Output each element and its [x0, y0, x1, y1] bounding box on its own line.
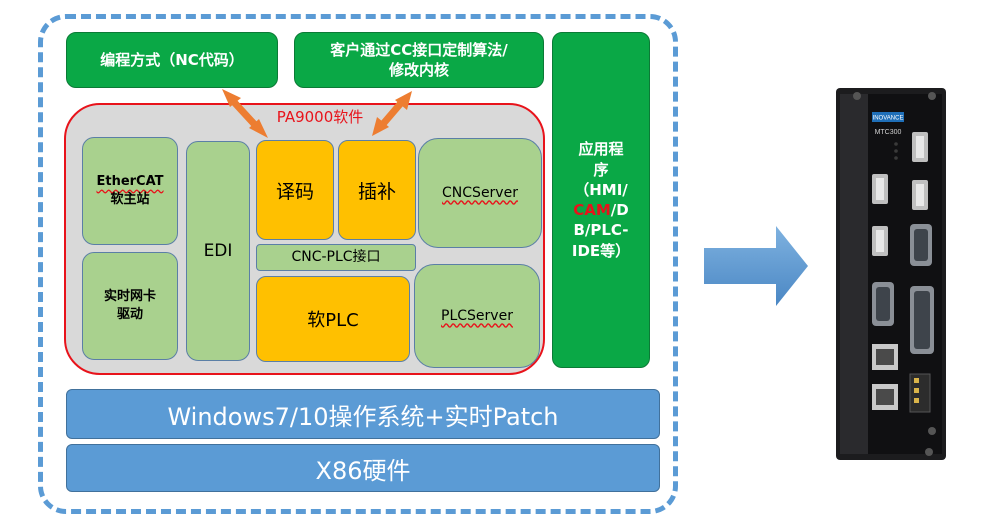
programming-method-label: 编程方式（NC代码）	[100, 50, 244, 69]
cc-interface-line2: 修改内核	[388, 61, 449, 79]
application-line4-rest: /D	[610, 201, 629, 219]
ethercat-line1: EtherCAT	[96, 174, 164, 190]
application-line5: B/PLC-	[573, 221, 629, 240]
cnc-plc-interface-box: CNC-PLC接口	[256, 244, 416, 271]
ethercat-master-box: EtherCAT 软主站	[82, 137, 178, 245]
application-line6: IDE等）	[571, 241, 631, 260]
os-layer-label: Windows7/10操作系统+实时Patch	[167, 402, 559, 431]
edi-label: EDI	[203, 240, 233, 261]
soft-plc-box: 软PLC	[256, 276, 410, 362]
nic-line1: 实时网卡	[103, 289, 156, 305]
interpolation-label: 插补	[357, 180, 396, 203]
edi-box: EDI	[186, 141, 250, 361]
big-right-arrow	[704, 226, 808, 306]
realtime-nic-driver-box: 实时网卡 驱动	[82, 252, 178, 360]
cc-interface-box: 客户通过CC接口定制算法/ 修改内核	[294, 32, 544, 88]
cnc-server-label: CNCServer	[442, 184, 518, 201]
cam-label: CAM	[573, 201, 611, 219]
soft-plc-label: 软PLC	[307, 310, 359, 331]
plc-server-label: PLCServer	[441, 307, 513, 324]
programming-method-box: 编程方式（NC代码）	[66, 32, 278, 88]
interpolation-box: 插补	[338, 140, 416, 240]
ethercat-line2: 软主站	[110, 192, 150, 207]
os-layer: Windows7/10操作系统+实时Patch	[66, 389, 660, 439]
plc-server-box: PLCServer	[414, 264, 540, 368]
cc-interface-line1: 客户通过CC接口定制算法/	[330, 40, 508, 59]
device-brand: INOVANCE	[873, 116, 904, 122]
hardware-layer: X86硬件	[66, 444, 660, 492]
cnc-plc-label: CNC-PLC接口	[291, 249, 381, 266]
application-box: 应用程 序 （HMI/ CAM/D B/PLC- IDE等）	[552, 32, 650, 368]
nic-line2: 驱动	[116, 307, 143, 322]
mtc300-controller-image: INOVANCE MTC300	[836, 88, 946, 460]
hardware-layer-label: X86硬件	[315, 456, 411, 485]
decode-label: 译码	[275, 180, 314, 203]
application-line1: 应用程	[578, 140, 624, 159]
application-line4: CAM/D	[573, 200, 628, 220]
decode-box: 译码	[256, 140, 334, 240]
device-model: MTC300	[875, 129, 902, 136]
software-stack-frame	[38, 14, 678, 514]
application-line2: 序	[593, 160, 609, 179]
cnc-server-box: CNCServer	[418, 138, 542, 248]
pa9000-title: PA9000软件	[276, 108, 364, 126]
application-line3: （HMI/	[574, 180, 628, 199]
